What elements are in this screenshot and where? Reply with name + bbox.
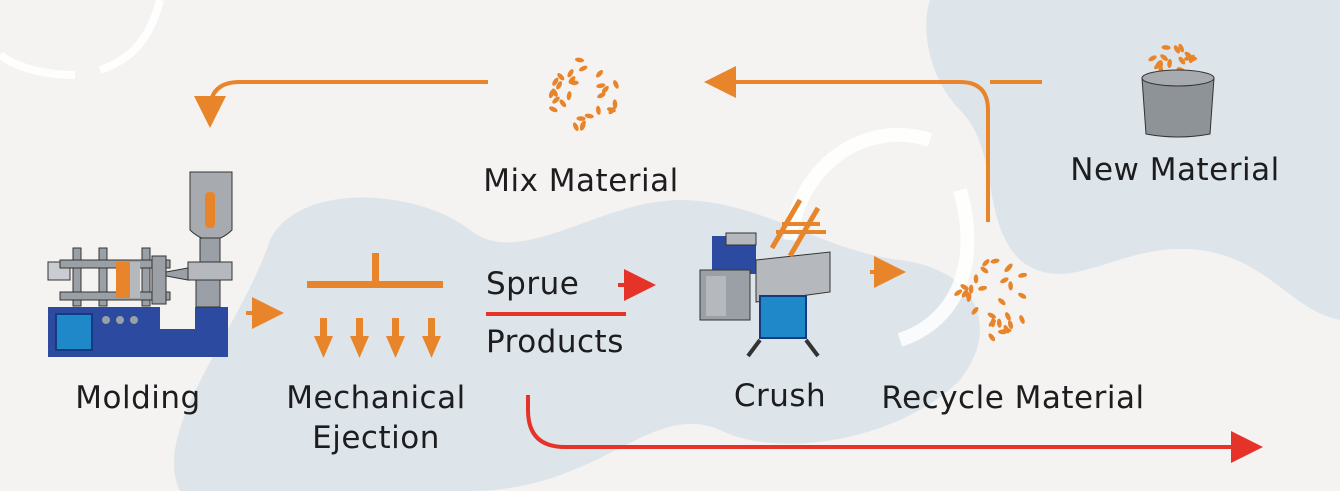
ejection-arrows-icon [314, 318, 441, 358]
pellet [556, 81, 563, 90]
label-crush: Crush [733, 378, 827, 414]
label-mechanical-ejection-line2: Ejection [312, 420, 440, 456]
pellet [613, 80, 619, 89]
arrow-products-output [526, 395, 1263, 463]
pellet [596, 83, 606, 89]
pellet [608, 106, 616, 115]
label-mechanical-ejection-line1: Mechanical [286, 380, 466, 416]
label-sprue: Sprue [486, 266, 580, 302]
pellet [1018, 272, 1028, 278]
pellet [1184, 51, 1193, 59]
pellet [1005, 263, 1013, 271]
pellet [1018, 292, 1027, 299]
pellet [549, 106, 558, 113]
pellet [960, 284, 969, 291]
pellet [567, 69, 574, 78]
label-products: Products [486, 324, 624, 360]
molding-machine-icon [47, 171, 233, 357]
pellet [579, 122, 586, 131]
pellet [996, 318, 1002, 328]
pellet [1008, 281, 1013, 291]
pellet [552, 77, 559, 86]
pellet [1161, 45, 1171, 50]
pellet [559, 99, 567, 108]
pellet [1167, 58, 1172, 69]
recycle-swirl-upper [783, 128, 933, 242]
mix-material-pellets-icon [548, 57, 619, 131]
pellet [574, 57, 585, 63]
new-material-bucket-icon [1141, 43, 1215, 138]
pellet [572, 122, 579, 131]
pellet [1007, 320, 1014, 330]
pellet [584, 113, 594, 119]
label-molding: Molding [75, 380, 201, 416]
recycle-material-pellets-icon [954, 258, 1028, 342]
pellet [998, 298, 1006, 306]
label-new-material: New Material [1070, 152, 1280, 188]
pellet [1160, 54, 1168, 61]
pellet [596, 105, 601, 115]
pellet [987, 312, 997, 319]
pellet [954, 289, 963, 296]
pellet [1019, 315, 1025, 324]
pellet [961, 289, 969, 298]
pellet [557, 72, 565, 81]
pellet [578, 65, 588, 72]
pellet [551, 88, 558, 97]
pellet [1173, 45, 1181, 54]
pellet [973, 274, 979, 284]
pellet [978, 285, 988, 291]
crusher-machine-icon [699, 198, 831, 358]
pellet [552, 96, 560, 104]
pellet [982, 259, 990, 267]
pellet [988, 319, 996, 327]
pellet [568, 76, 576, 84]
pellet [971, 307, 979, 315]
pellet [1000, 277, 1009, 284]
label-recycle-material: Recycle Material [881, 380, 1145, 416]
background-swirl-left-lower [0, 51, 76, 79]
arrow-recycle-to-mix [704, 66, 990, 222]
ejection-sprue-icon [307, 253, 443, 288]
pellet [601, 85, 609, 94]
arrow-mix-to-molding [194, 80, 488, 128]
pellet [998, 329, 1008, 335]
label-mix-material: Mix Material [483, 163, 679, 199]
pellet [990, 258, 1000, 264]
pellet [612, 99, 618, 109]
pellet [595, 69, 604, 78]
pellet [980, 266, 989, 274]
pellet [966, 292, 972, 303]
background-swirl-top-left [98, 0, 164, 74]
pellet [1178, 56, 1186, 65]
pellet [597, 92, 606, 99]
pellet [968, 284, 974, 294]
pellet [566, 91, 572, 101]
recycle-swirl-lower [897, 188, 975, 347]
pellet [576, 116, 586, 121]
pellet [1005, 312, 1011, 321]
pellet [988, 333, 996, 342]
pellet [1148, 55, 1157, 62]
